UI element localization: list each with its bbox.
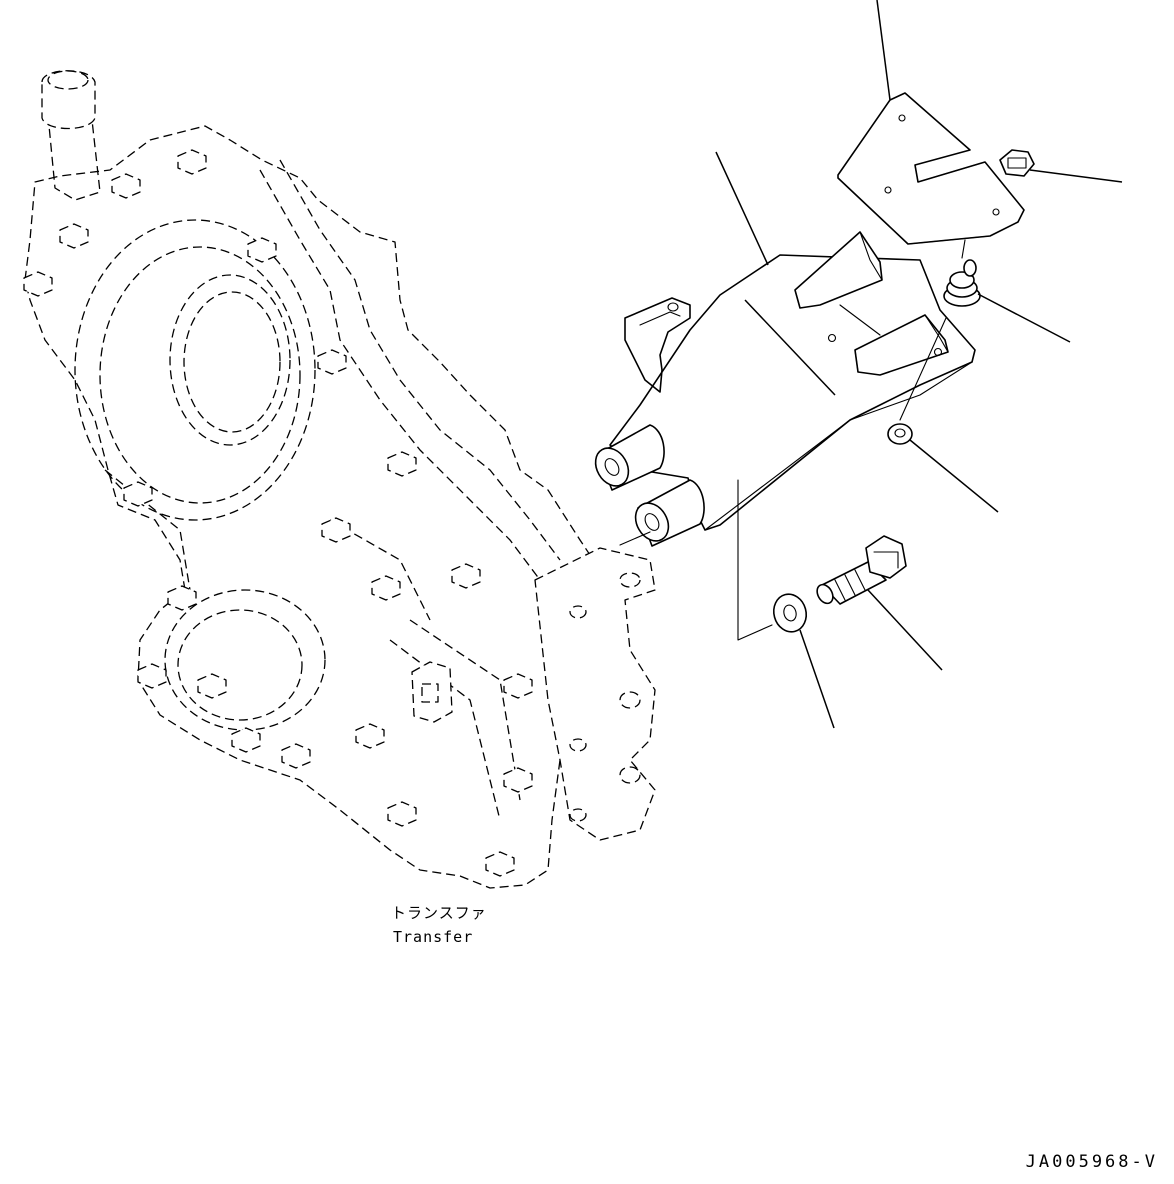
bracket-hook-strap — [624, 297, 691, 393]
bolt-head — [503, 673, 533, 699]
leader-flange-nut — [1029, 169, 1123, 183]
drain-plug — [411, 661, 453, 723]
round-cover-mid — [99, 246, 301, 504]
assembly-line-bolt — [737, 479, 773, 641]
bolt-head — [23, 271, 53, 297]
leader-small-nut — [909, 439, 999, 513]
main-bracket-lower-edge — [704, 361, 973, 531]
pad-lower-edge — [854, 314, 949, 373]
small-nut — [887, 423, 913, 445]
drain-plug-head — [421, 683, 439, 703]
bolt-head — [231, 727, 261, 753]
main-bracket-hole-1 — [827, 333, 837, 343]
transfer-label-japanese: トランスファ — [391, 904, 487, 922]
filler-cap-top — [47, 70, 89, 90]
bolt-head — [137, 663, 167, 689]
lower-boss — [634, 479, 705, 547]
bolt-head — [355, 723, 385, 749]
main-bracket-body — [609, 254, 976, 531]
rubber-cushion — [943, 259, 981, 307]
top-bracket-plate — [837, 92, 1025, 245]
assembly-line-nut — [899, 317, 947, 421]
leader-main-bracket — [715, 151, 769, 266]
side-mount-bracket — [534, 547, 656, 841]
filler-tube — [47, 114, 101, 201]
bolt-head — [197, 673, 227, 699]
bolt-head — [167, 585, 197, 611]
bolt-head — [321, 517, 351, 543]
top-plate-hole-2 — [884, 186, 892, 194]
bracket-hook-inner — [639, 311, 681, 326]
bolt-head — [387, 801, 417, 827]
top-plate-hole-3 — [992, 208, 1000, 216]
bolt-head — [247, 237, 277, 263]
round-cover-inner-bore — [183, 291, 281, 433]
bolt-head — [485, 851, 515, 877]
leader-main-bracket-lower — [744, 299, 836, 396]
bolt-head — [123, 481, 153, 507]
bracket-hook-hole — [667, 302, 679, 312]
housing-rib-1 — [389, 639, 501, 821]
bolt-head — [317, 349, 347, 375]
housing-rib-2 — [409, 619, 521, 801]
top-plate-hole-1 — [898, 114, 906, 122]
bracket-hole-3 — [619, 691, 641, 709]
bolt-head — [371, 575, 401, 601]
output-flange-inner — [177, 609, 303, 721]
bracket-hole-1 — [619, 572, 641, 588]
transfer-label-english: Transfer — [393, 928, 474, 946]
leader-washer — [799, 629, 835, 729]
transfer-case — [23, 70, 656, 889]
bracket-hole-4 — [619, 766, 641, 784]
housing-bolts — [23, 149, 533, 877]
bolt-head — [451, 563, 481, 589]
bolt-head — [503, 767, 533, 793]
top-plate-slot — [914, 161, 986, 183]
assembly-line-pad — [839, 304, 881, 336]
leader-top-plate — [876, 0, 891, 101]
assembly-line-bracket-case — [619, 531, 651, 546]
main-bracket-hole-2 — [933, 347, 943, 357]
flange-nut — [999, 149, 1035, 177]
top-plate-body — [837, 92, 1025, 245]
bracket-hole-6 — [569, 808, 587, 822]
leader-bolt — [867, 589, 943, 671]
upper-boss — [594, 424, 665, 491]
leader-cushion — [977, 293, 1071, 343]
bolt-head — [281, 743, 311, 769]
bracket-hole-5 — [569, 738, 587, 752]
drawing-number: JA005968-V — [1025, 1152, 1158, 1172]
hex-bolt — [816, 535, 907, 605]
bolt-head — [111, 173, 141, 199]
bracket-hole-2 — [569, 605, 587, 619]
round-cover-outer — [74, 219, 316, 521]
filler-cap — [41, 70, 96, 130]
housing-flange — [259, 169, 541, 581]
bolt-head — [59, 223, 89, 249]
washer — [772, 593, 808, 633]
transfer-housing-outline — [24, 125, 601, 889]
bolt-head — [387, 451, 417, 477]
assembly-line-cushion — [961, 239, 966, 259]
top-plate-edge — [837, 177, 991, 245]
housing-flange-inner — [279, 159, 561, 561]
main-bracket — [594, 231, 976, 547]
bolt-head — [177, 149, 207, 175]
round-cover-bore — [169, 274, 291, 446]
pad-upper-edge — [794, 231, 883, 309]
leader-lines — [715, 0, 1123, 729]
